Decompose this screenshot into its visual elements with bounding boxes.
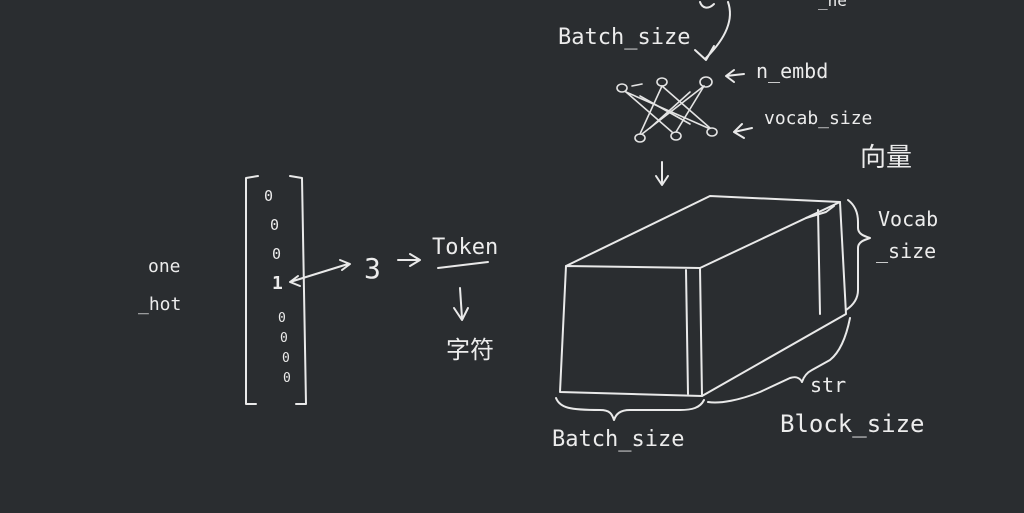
str-label: str: [810, 373, 846, 397]
n-embd-arrow: [725, 69, 745, 83]
one-hot-label-line1: one: [148, 256, 181, 277]
vector-entry: 0: [280, 331, 288, 346]
vector-entries: 0 0 0 1 0 0 0 0: [264, 187, 291, 386]
vocab-size-arrow: [733, 123, 753, 139]
vocab-right-label-line2: _size: [876, 239, 936, 263]
network-top-nodes: [616, 76, 713, 93]
vocab-size-label: vocab_size: [764, 108, 872, 129]
top-squiggle: [699, 1, 715, 9]
vocab-size-brace: [845, 199, 871, 311]
vocab-right-label-line1: Vocab: [878, 207, 938, 231]
batch-size-bottom-label: Batch_size: [552, 427, 684, 452]
one-hot-label-line2: _hot: [138, 294, 181, 315]
vector-entry: 0: [272, 245, 281, 263]
vector-entry: 0: [264, 187, 273, 205]
batch-size-brace: [555, 397, 705, 421]
token-label: Token: [432, 235, 498, 260]
vector-entry: 0: [283, 371, 291, 386]
batch-size-top-label: Batch_size: [558, 25, 690, 50]
down-arrow-to-box: [655, 161, 669, 186]
block-size-label: Block_size: [780, 410, 925, 438]
vector-entry-one: 1: [272, 273, 283, 294]
vector-entry: 0: [278, 311, 286, 326]
n-embd-label: n_embd: [756, 59, 828, 83]
tensor-box: [559, 195, 847, 397]
vector-label: 向量: [860, 143, 912, 173]
one-to-three-arrow: [289, 259, 351, 287]
vector-entry: 0: [270, 216, 279, 234]
vector-brackets: [245, 175, 307, 405]
top-fragment-label: _ne: [818, 0, 847, 10]
block-size-brace: [707, 317, 851, 404]
curved-arrow-head: [694, 45, 715, 61]
char-label: 字符: [446, 336, 494, 364]
three-label: 3: [364, 252, 381, 285]
token-underline: [437, 261, 489, 269]
vector-entry: 0: [282, 351, 290, 366]
network-connections: [625, 85, 711, 135]
token-down-arrow: [453, 287, 469, 321]
three-to-token-arrow: [397, 253, 421, 267]
curved-arrow-down: [705, 1, 731, 59]
